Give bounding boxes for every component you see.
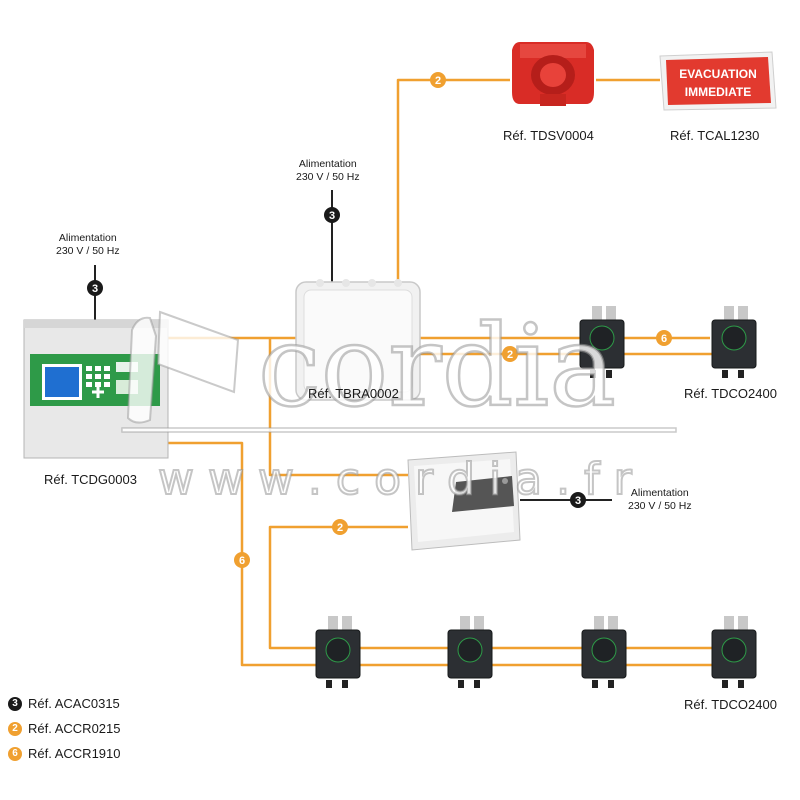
cordia-watermark: cordia w w w . c o r d i a . f r — [121, 301, 677, 506]
marker-orange-big-top: 6 — [656, 330, 672, 346]
marker-orange-controller: 2 — [332, 519, 348, 535]
legend-label-accr0215: Réf. ACCR0215 — [28, 721, 121, 736]
evacuation-sign: EVACUATION IMMEDIATE — [659, 51, 777, 111]
legend-dot-black: 3 — [8, 696, 22, 711]
power-label-junction-line1: Alimentation — [298, 158, 357, 170]
power-label-central: Alimentation 230 V / 50 Hz — [56, 232, 120, 258]
marker-orange-big-left: 6 — [234, 552, 250, 568]
legend-label-acac0315: Réf. ACAC0315 — [28, 696, 120, 711]
marker-black-central-number: 3 — [92, 283, 98, 295]
legend-item-acac0315: 3 Réf. ACAC0315 — [8, 696, 120, 711]
watermark-brand: cordia — [258, 302, 616, 432]
detector-bottom-4 — [711, 616, 757, 688]
power-label-controller-line2: 230 V / 50 Hz — [628, 500, 692, 512]
central-unit-ref: Réf. TCDG0003 — [44, 472, 137, 487]
cable-orange-junction-to-siren — [396, 78, 510, 282]
marker-orange-big-left-number: 6 — [239, 555, 245, 567]
cable-orange-junction-down — [268, 338, 408, 477]
watermark-url: w w w . c o r d i a . f r — [158, 454, 633, 505]
marker-black-junction-number: 3 — [329, 210, 335, 222]
legend-dot-orange-big: 6 — [8, 746, 22, 761]
cable-orange-bottom-chain-3 — [626, 646, 712, 667]
legend-label-accr1910: Réf. ACCR1910 — [28, 746, 121, 761]
marker-black-central: 3 — [87, 280, 103, 296]
detectors-bottom-ref: Réf. TDCO2400 — [684, 697, 777, 712]
power-label-central-line1: Alimentation — [58, 232, 117, 244]
detector-top-2 — [711, 306, 757, 378]
legend-dot-orange-small: 2 — [8, 721, 22, 736]
detectors-top-ref: Réf. TDCO2400 — [684, 386, 777, 401]
marker-orange-siren: 2 — [430, 72, 446, 88]
legend-item-accr1910: 6 Réf. ACCR1910 — [8, 746, 121, 761]
marker-orange-big-top-number: 6 — [661, 333, 667, 345]
junction-box-ref: Réf. TBRA0002 — [308, 386, 399, 401]
marker-black-controller-number: 3 — [575, 495, 581, 507]
cable-orange-bottom-chain-2 — [492, 646, 582, 667]
sign-line-2: IMMEDIATE — [685, 85, 751, 99]
controller-device — [407, 451, 521, 551]
marker-orange-junction: 2 — [502, 346, 518, 362]
power-label-controller-line1: Alimentation — [630, 487, 689, 499]
marker-orange-junction-number: 2 — [507, 349, 513, 361]
junction-box — [295, 279, 421, 401]
cable-markers: 3 3 3 2 2 2 6 6 — [87, 72, 672, 568]
power-label-central-line2: 230 V / 50 Hz — [56, 245, 120, 257]
siren-ref: Réf. TDSV0004 — [503, 128, 594, 143]
detector-bottom-3 — [581, 616, 627, 688]
sign-line-1: EVACUATION — [679, 67, 757, 81]
sign-ref: Réf. TCAL1230 — [670, 128, 760, 143]
power-label-junction: Alimentation 230 V / 50 Hz — [296, 158, 360, 184]
detector-bottom-1 — [315, 616, 361, 688]
detector-top-1 — [579, 306, 625, 378]
detector-bottom-2 — [447, 616, 493, 688]
power-label-controller: Alimentation 230 V / 50 Hz — [628, 487, 692, 513]
siren-device — [512, 42, 594, 106]
marker-black-junction: 3 — [324, 207, 340, 223]
legend-item-accr0215: 2 Réf. ACCR0215 — [8, 721, 121, 736]
marker-orange-siren-number: 2 — [435, 75, 441, 87]
cable-orange-bottom-chain-1 — [360, 646, 448, 667]
marker-orange-controller-number: 2 — [337, 522, 343, 534]
power-label-junction-line2: 230 V / 50 Hz — [296, 171, 360, 183]
marker-black-controller: 3 — [570, 492, 586, 508]
